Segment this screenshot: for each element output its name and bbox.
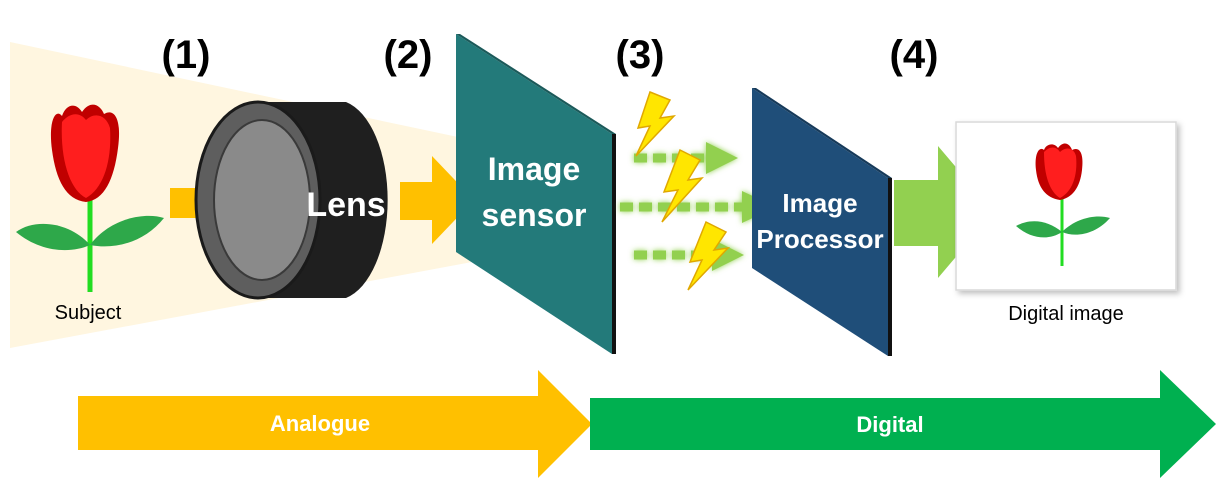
analogue-label: Analogue [270,411,370,436]
lightning-bolt-icon [635,91,731,291]
digital-label: Digital [856,412,923,437]
digital-image-label: Digital image [1008,303,1124,325]
arrow-to-output [894,146,994,278]
digital-arrow [590,370,1216,478]
step-label-1: (1) [162,33,211,77]
tulip-icon [1016,143,1110,266]
processor-label-line1: Image [782,188,857,218]
image-processor [752,88,892,356]
lens-label: Lens [306,186,385,224]
sensor-label-line2: sensor [482,197,587,233]
step-label-3: (3) [616,33,665,77]
tulip-icon [16,104,164,292]
arrow-to-sensor [400,156,474,244]
sensor-label-line1: Image [488,151,580,187]
processor-label-line2: Processor [756,224,883,254]
image-sensor [456,34,616,354]
analogue-arrow [78,370,592,478]
subject-label: Subject [55,302,122,324]
lens-icon [194,100,388,300]
step-label-2: (2) [384,33,433,77]
step-label-4: (4) [890,33,939,77]
